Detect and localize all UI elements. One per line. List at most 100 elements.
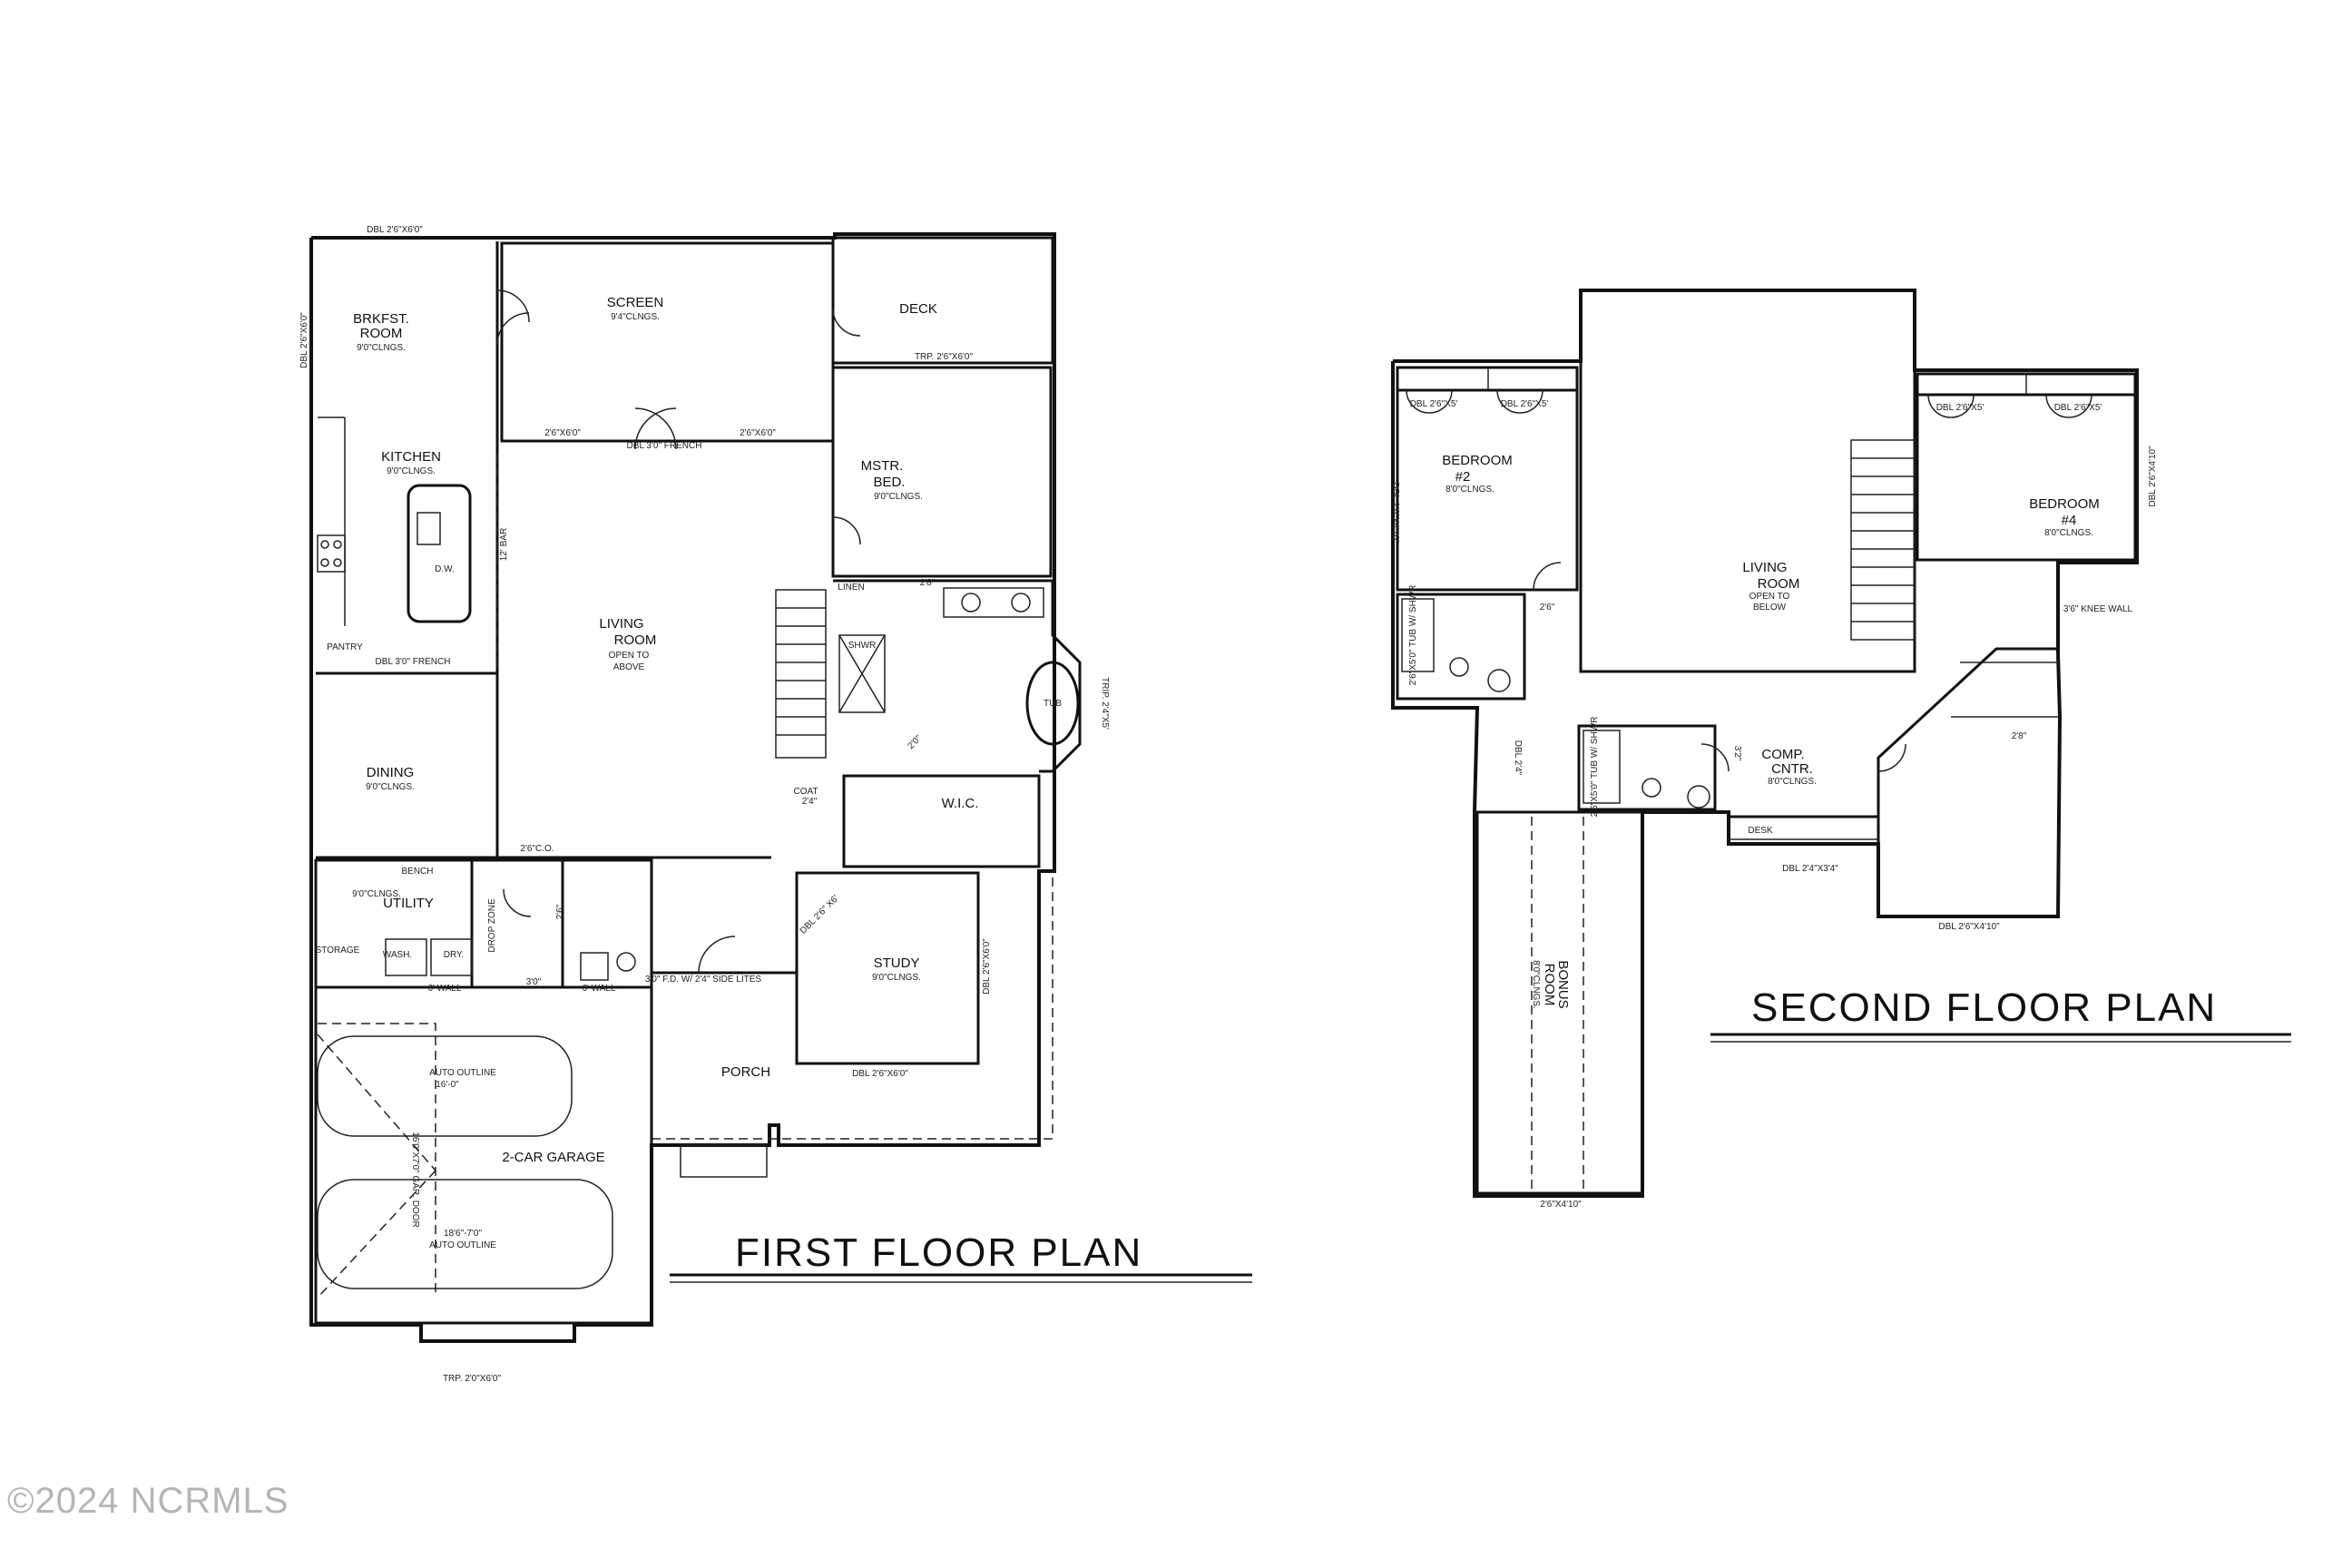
utility-area-walls — [314, 858, 653, 989]
first-floor-outer-wall — [309, 232, 1056, 1343]
coat-closet-label: COAT — [793, 787, 818, 797]
study-label: STUDY — [874, 956, 920, 971]
living-room-open: OPEN TO — [609, 651, 650, 661]
french-door-swing — [634, 407, 677, 450]
bonus-room-label: BONUS — [1555, 960, 1571, 1008]
linen-closet-label: LINEN — [838, 583, 864, 593]
bedroom-2-label: BEDROOM — [1442, 453, 1513, 468]
note-dbl-b2-side: DBL 2'6"X4'10" — [1390, 482, 1400, 544]
note-dim-a: 16'-0" — [436, 1080, 459, 1090]
garage-door-swing — [318, 1023, 436, 1298]
second-living-below: BELOW — [1753, 603, 1787, 612]
deck-outline — [831, 236, 1054, 365]
note-door-30: 3'0" — [526, 977, 542, 987]
tub-label: TUB — [1044, 699, 1062, 709]
master-bedroom-walls — [831, 366, 1053, 578]
second-living-label-2: ROOM — [1758, 576, 1800, 592]
note-dbl-study-bottom: DBL 2'6"X6'0" — [852, 1069, 908, 1079]
dining-label: DINING — [367, 765, 415, 780]
note-bar: 12' BAR — [499, 528, 509, 561]
note-door-28: 2'8" — [2012, 731, 2027, 741]
screen-porch-walls — [500, 241, 835, 443]
porch-outline — [652, 871, 1054, 1140]
note-garage-door: 16'0"X7'0" GAR. DOOR — [410, 1132, 420, 1227]
bedroom-4-label: BEDROOM — [2029, 496, 2100, 512]
vanity — [943, 587, 1044, 618]
master-bed-label-2: BED. — [873, 475, 905, 490]
study-ceiling: 9'0"CLNGS. — [872, 973, 921, 983]
second-living-label: LIVING — [1742, 560, 1787, 575]
note-door-24: 2'4" — [802, 797, 818, 807]
note-b2-closet-a: DBL 2'6"X5' — [1410, 399, 1458, 409]
shower-label: SHWR — [848, 641, 877, 651]
master-bed-ceiling: 9'0"CLNGS. — [874, 492, 923, 502]
note-dry: DRY. — [444, 950, 464, 960]
second-floor-living-open — [1579, 289, 1916, 673]
dryer — [430, 938, 473, 976]
bedroom-2-walls — [1396, 366, 1579, 592]
dining-ceiling: 9'0"CLNGS. — [366, 782, 415, 792]
note-dbl-comp: DBL 2'4"X3'4" — [1782, 864, 1838, 874]
note-wash: WASH. — [383, 950, 412, 960]
bedroom-3-walls — [1877, 647, 2058, 912]
porch-label: PORCH — [721, 1064, 770, 1080]
note-dbl-b3: DBL 2'6"X4'10" — [1938, 922, 2000, 932]
note-wall-1: 6' WALL — [427, 984, 462, 994]
kitchen-range — [317, 534, 346, 573]
auto-outline-1 — [317, 1035, 573, 1137]
half-bath-toilet — [580, 952, 609, 981]
note-dbl-bonus-side: DBL 2'4" — [1513, 740, 1523, 776]
note-wall-2: 6' WALL — [582, 984, 616, 994]
stair-run — [775, 589, 827, 759]
second-stair-run — [1850, 439, 1916, 641]
note-trip-mstr: TRIP. 2'4"X5' — [1100, 677, 1110, 730]
first-floor-plan — [309, 232, 1082, 1343]
screen-porch-label: SCREEN — [607, 295, 664, 310]
porch-steps — [680, 1144, 768, 1178]
note-window-a: 2'6"X6'0" — [544, 428, 581, 438]
second-floor-title: SECOND FLOOR PLAN — [1751, 985, 2217, 1030]
note-door-28: 2'8" — [920, 578, 936, 588]
bath-2-walls — [1396, 593, 1526, 701]
comp-center-label-2: CNTR. — [1771, 761, 1813, 777]
bonus-room-ceiling: 8'0"CLNGS. — [1531, 960, 1541, 1009]
note-dbl-bottom-mstr: DBL 2'6" X6' — [799, 894, 841, 936]
bedroom-4-walls — [1916, 372, 2137, 562]
kitchen-label: KITCHEN — [381, 449, 441, 465]
kitchen-sink — [416, 512, 441, 545]
auto-outline-2 — [317, 1179, 613, 1289]
note-trip-deck: TRP. 2'6"X6'0" — [915, 352, 974, 362]
note-b4-closet-a: DBL 2'6"X5' — [1936, 403, 1984, 413]
note-knee-wall: 3'6" KNEE WALL — [2063, 604, 2133, 614]
note-tub-shower-a: 2'6"X5'0" TUB W/ SHWR — [1408, 585, 1418, 686]
master-bed-label: MSTR. — [861, 458, 904, 474]
note-auto-outline-a: AUTO OUTLINE — [429, 1068, 496, 1078]
garage-label: 2-CAR GARAGE — [502, 1150, 604, 1165]
bonus-room-walls — [1475, 810, 1644, 1195]
note-cased-opening: 2'6"C.O. — [520, 844, 554, 854]
garage-walls — [314, 985, 653, 1325]
note-door-32: 3'2" — [1732, 746, 1742, 761]
living-room-label-2: ROOM — [614, 632, 657, 648]
walk-in-closet-walls — [842, 774, 1041, 868]
note-door-26: 2'6" — [555, 904, 565, 919]
note-drop-zone: DROP ZONE — [487, 898, 497, 953]
note-entry-door: 3'0" F.D. W/ 2'4" SIDE LITES — [645, 975, 762, 985]
note-window-b: 2'6"X6'0" — [740, 428, 776, 438]
study-walls — [795, 871, 980, 1065]
bath-3-walls — [1577, 724, 1717, 811]
living-room-label: LIVING — [599, 616, 643, 632]
dishwasher-label: D.W. — [435, 564, 455, 574]
utility-ceiling: 9'0"CLNGS. — [352, 889, 401, 899]
note-b4-closet-b: DBL 2'6"X5' — [2054, 403, 2102, 413]
brkfst-room-ceiling: 9'0"CLNGS. — [357, 343, 406, 353]
desk-label: DESK — [1748, 826, 1773, 836]
note-door-26: 2'6" — [1540, 603, 1555, 612]
master-bath-walls — [833, 579, 1082, 773]
bench-label: BENCH — [401, 867, 433, 877]
note-pantry: PANTRY — [327, 642, 363, 652]
bedroom-4-ceiling: 8'0"CLNGS. — [2044, 528, 2093, 538]
bedroom-2-ceiling: 8'0"CLNGS. — [1446, 485, 1494, 495]
wic-label: W.I.C. — [942, 796, 979, 811]
